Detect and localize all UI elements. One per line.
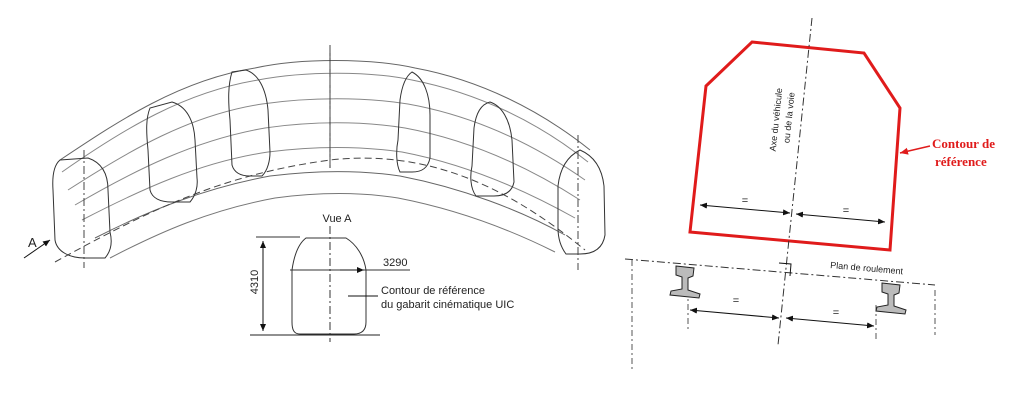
equal-sign-3: =	[733, 295, 739, 307]
height-dimension: 4310	[249, 270, 261, 294]
width-dimension: 3290	[383, 257, 407, 269]
vehicle-axis-label-2: ou de la voie	[781, 92, 796, 144]
equal-sign-2: =	[843, 205, 849, 217]
view-a-section	[250, 226, 410, 342]
right-rail	[875, 282, 907, 315]
reference-contour-outline	[688, 40, 902, 252]
tilted-contour-diagram	[624, 17, 936, 370]
equal-sign-1: =	[742, 195, 748, 207]
curved-gauge-perspective	[23, 45, 606, 270]
view-arrow-label: A	[28, 235, 37, 250]
contour-label-2: référence	[935, 154, 987, 169]
view-a-title: Vue A	[323, 213, 353, 225]
rolling-plane-label: Plan de roulement	[830, 260, 904, 276]
equal-sign-4: =	[833, 307, 839, 319]
left-rail	[669, 265, 701, 299]
contour-label-1: Contour de	[932, 136, 995, 151]
reference-contour-label-1: Contour de référence	[381, 285, 485, 297]
reference-contour-label-2: du gabarit cinématique UIC	[381, 299, 514, 311]
